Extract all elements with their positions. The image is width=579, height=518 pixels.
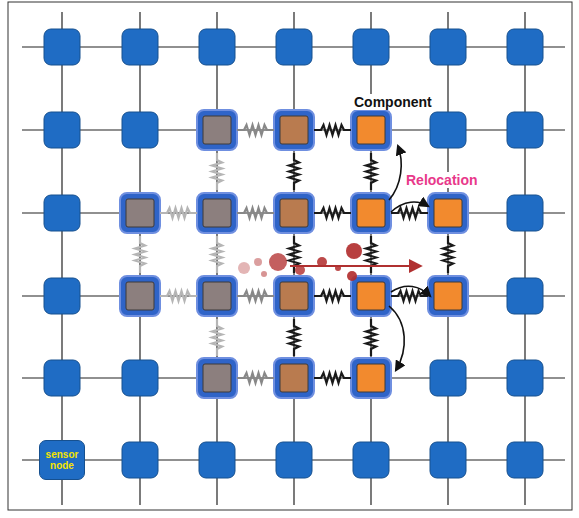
plain-sensor-nodes [44, 29, 543, 478]
relocation-label: Relocation [404, 172, 480, 188]
grey-springs [237, 125, 274, 383]
grid-lines [22, 12, 565, 505]
faint-springs [135, 153, 222, 356]
component-node-frames [120, 110, 468, 398]
sensor-node: sensor node [39, 440, 85, 480]
frame [8, 2, 572, 510]
component-squares [126, 116, 462, 392]
component-label: Component [352, 94, 434, 110]
event-blobs [238, 243, 362, 281]
black-springs [289, 125, 453, 383]
node-label: sensor node [40, 449, 84, 471]
movement-arrow [290, 265, 420, 267]
